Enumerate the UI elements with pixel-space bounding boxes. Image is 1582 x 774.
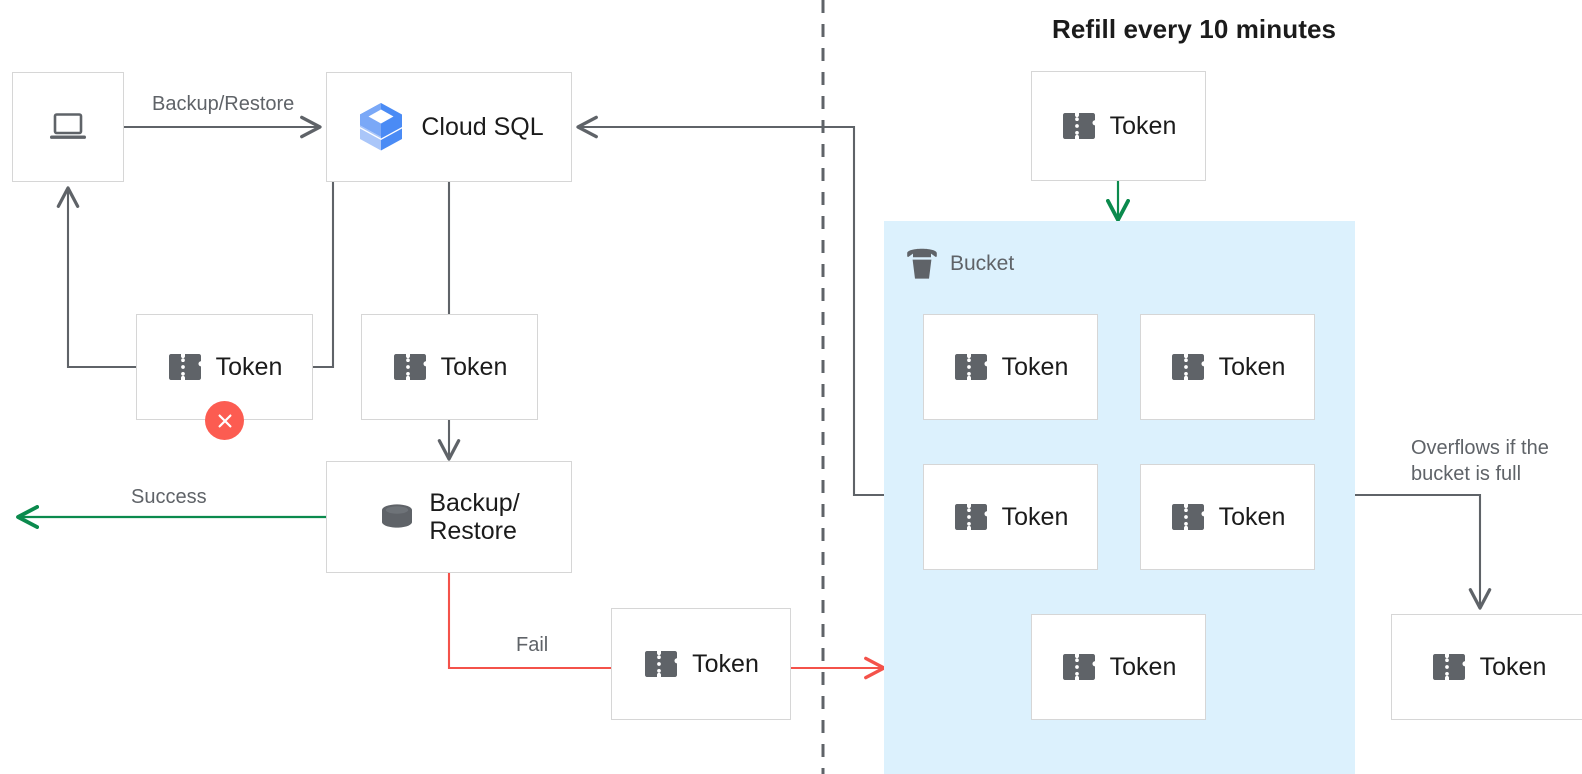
token-label: Token xyxy=(1218,502,1286,531)
token-label: Token xyxy=(1001,502,1069,531)
bucket-token-node[interactable]: Token xyxy=(923,314,1098,420)
client-node[interactable] xyxy=(12,72,124,182)
token-icon xyxy=(168,354,201,380)
page-title: Refill every 10 minutes xyxy=(1052,14,1337,44)
bucket-token-node[interactable]: Token xyxy=(1140,314,1315,420)
laptop-icon xyxy=(50,113,86,139)
edge-cloudsql-to-retry-token xyxy=(313,182,335,369)
close-icon xyxy=(218,414,231,427)
bucket-token-node[interactable]: Token xyxy=(1031,614,1206,720)
token-label: Token xyxy=(1001,352,1069,381)
cloud-sql-label: Cloud SQL xyxy=(421,113,544,141)
bucket-label: Bucket xyxy=(950,252,1015,275)
token-label: Token xyxy=(692,649,759,678)
token-icon xyxy=(645,651,678,677)
token-fail-node[interactable]: Token xyxy=(611,608,791,720)
token-icon xyxy=(954,504,987,530)
backup-restore-node[interactable]: Backup/ Restore xyxy=(326,461,572,573)
token-label: Token xyxy=(1218,352,1286,381)
token-label: Token xyxy=(1479,652,1547,681)
edge-bucket-to-cloudsql xyxy=(576,115,884,497)
token-label: Token xyxy=(1109,652,1177,681)
token-icon xyxy=(393,354,426,380)
token-icon xyxy=(1171,504,1204,530)
edge-fail xyxy=(447,571,611,670)
error-badge xyxy=(205,401,244,440)
edge-label-fail: Fail xyxy=(516,634,549,656)
edge-retry-token-to-client xyxy=(56,186,136,369)
token-label: Token xyxy=(1109,111,1177,140)
token-icon xyxy=(1062,113,1095,139)
token-icon xyxy=(1171,354,1204,380)
edge-label-success: Success xyxy=(131,486,207,508)
cloud-sql-node[interactable]: Cloud SQL xyxy=(326,72,572,182)
token-icon xyxy=(954,354,987,380)
token-icon xyxy=(1432,654,1465,680)
token-label: Token xyxy=(440,352,508,381)
cloud-sql-icon xyxy=(360,103,403,151)
token-icon xyxy=(1062,654,1095,680)
bucket-token-node[interactable]: Token xyxy=(1140,464,1315,570)
overflow-token-node[interactable]: Token xyxy=(1391,614,1582,720)
edge-label-backup-restore: Backup/Restore xyxy=(152,93,295,115)
refill-token-node[interactable]: Token xyxy=(1031,71,1206,181)
bucket-header: Bucket xyxy=(904,248,1014,280)
token-label: Token xyxy=(215,352,283,381)
token-consume-node[interactable]: Token xyxy=(361,314,538,420)
backup-restore-label: Backup/ Restore xyxy=(429,489,520,545)
bucket-token-node[interactable]: Token xyxy=(923,464,1098,570)
bucket-icon xyxy=(907,248,937,279)
edge-overflow xyxy=(1355,493,1492,610)
database-icon xyxy=(382,504,413,528)
edge-label-overflow: Overflows if the bucket is full xyxy=(1411,437,1549,485)
